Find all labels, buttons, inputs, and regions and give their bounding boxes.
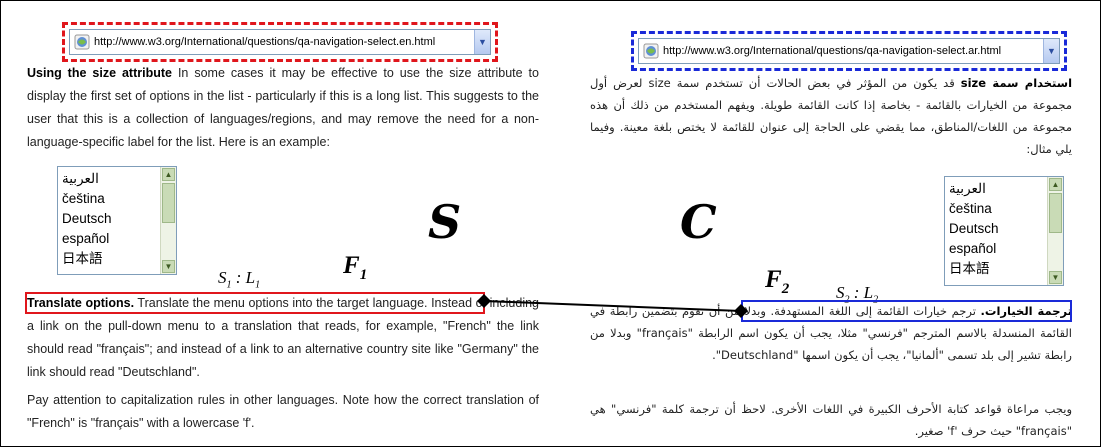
source-language-listbox[interactable]: العربية čeština Deutsch español 日本語 ▲ ▼: [57, 166, 177, 275]
target-language-listbox[interactable]: العربية čeština Deutsch español 日本語 ▲ ▼: [944, 176, 1064, 286]
chevron-down-icon[interactable]: ▼: [1043, 39, 1059, 63]
arrow-up-icon[interactable]: ▲: [1049, 178, 1062, 191]
target-text-size-attribute: قد يكون من المؤثر في بعض الحالات أن تستخ…: [590, 76, 1072, 156]
target-url-bar[interactable]: http://www.w3.org/International/question…: [638, 38, 1060, 64]
arrow-down-icon[interactable]: ▼: [162, 260, 175, 273]
l2-sub: 2: [873, 294, 879, 306]
s2-sub: 2: [844, 294, 850, 306]
source-text-capitalization: Pay attention to capitalization rules in…: [27, 393, 539, 430]
arrow-down-icon[interactable]: ▼: [1049, 271, 1062, 284]
source-heading-translate-options: Translate options.: [27, 296, 135, 310]
feature-label-F2: F2: [765, 266, 789, 298]
source-label-S: S: [428, 195, 462, 249]
source-url-bar[interactable]: http://www.w3.org/International/question…: [69, 29, 491, 55]
f2-main: F: [765, 266, 782, 293]
list-item[interactable]: čeština: [62, 191, 105, 206]
target-url-text: http://www.w3.org/International/question…: [663, 45, 1002, 57]
arrow-up-icon[interactable]: ▲: [162, 168, 175, 181]
target-url-bar-highlight: http://www.w3.org/International/question…: [631, 31, 1067, 71]
l1-sub: 1: [255, 279, 261, 291]
list-item[interactable]: čeština: [949, 201, 992, 216]
source-heading-size-attribute: Using the size attribute: [27, 66, 172, 80]
source-segment-label: S1 : L1: [218, 268, 260, 290]
scrollbar[interactable]: ▲ ▼: [160, 167, 176, 274]
list-item[interactable]: Deutsch: [949, 221, 999, 236]
target-segment-highlight: [741, 300, 1072, 322]
target-text-capitalization: ويجب مراعاة قواعد كتابة الأحرف الكبيرة ف…: [590, 402, 1072, 438]
f1-main: F: [343, 252, 360, 279]
chevron-down-icon[interactable]: ▼: [474, 30, 490, 54]
s1-colon: :: [231, 268, 246, 287]
target-segment-label: S2 : L2: [836, 283, 878, 305]
scrollbar-thumb[interactable]: [1049, 193, 1062, 233]
scrollbar[interactable]: ▲ ▼: [1047, 177, 1063, 285]
list-item[interactable]: العربية: [62, 171, 99, 186]
l2-main: L: [863, 283, 874, 302]
source-url-bar-highlight: http://www.w3.org/International/question…: [62, 22, 498, 62]
globe-icon: [74, 34, 90, 50]
target-label-C: C: [680, 195, 717, 249]
target-heading-translate-options: ترجمة الخيارات.: [980, 304, 1072, 318]
target-paragraph-capitalization: ويجب مراعاة قواعد كتابة الأحرف الكبيرة ف…: [590, 398, 1072, 442]
list-item[interactable]: español: [62, 231, 110, 246]
list-item[interactable]: 日本語: [62, 251, 103, 266]
s2-colon: :: [849, 283, 864, 302]
source-segment-highlight: [25, 292, 485, 314]
target-paragraph-size-attribute: استخدام سمة size قد يكون من المؤثر في بع…: [590, 72, 1072, 160]
l1-main: L: [245, 268, 256, 287]
target-text-translate-options: ترجم خيارات القائمة إلى اللغة المستهدفة.…: [590, 304, 1072, 362]
source-paragraph-translate-options: Translate options. Translate the menu op…: [27, 292, 539, 384]
target-heading-size-attribute: استخدام سمة size: [960, 76, 1073, 90]
source-language-options: العربية čeština Deutsch español 日本語: [62, 169, 112, 269]
f2-sub: 2: [781, 281, 790, 297]
list-item[interactable]: 日本語: [949, 261, 990, 276]
source-paragraph-capitalization: Pay attention to capitalization rules in…: [27, 389, 539, 435]
globe-icon: [643, 43, 659, 59]
s2-main: S: [836, 283, 845, 302]
s1-main: S: [218, 268, 227, 287]
source-text-translate-options: Translate the menu options into the targ…: [27, 296, 540, 379]
list-item[interactable]: العربية: [949, 181, 986, 196]
list-item[interactable]: español: [949, 241, 997, 256]
s1-sub: 1: [226, 279, 232, 291]
feature-label-F1: F1: [343, 252, 367, 284]
target-paragraph-translate-options: ترجمة الخيارات. ترجم خيارات القائمة إلى …: [590, 300, 1072, 366]
scrollbar-thumb[interactable]: [162, 183, 175, 223]
source-paragraph-size-attribute: Using the size attribute In some cases i…: [27, 62, 539, 154]
source-text-size-attribute: In some cases it may be effective to use…: [27, 66, 539, 149]
source-url-text: http://www.w3.org/International/question…: [94, 36, 436, 48]
target-language-options: العربية čeština Deutsch español 日本語: [949, 179, 999, 279]
f1-sub: 1: [359, 267, 368, 283]
list-item[interactable]: Deutsch: [62, 211, 112, 226]
